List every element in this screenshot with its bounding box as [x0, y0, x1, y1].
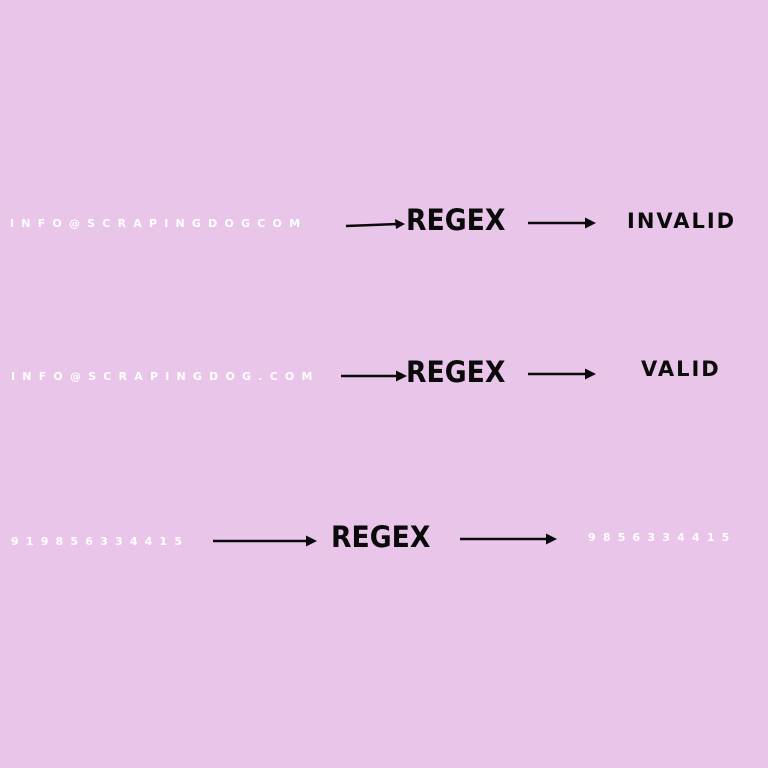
row-1-output: INVALID — [627, 209, 737, 233]
row-2-regex-label: REGEX — [406, 355, 506, 389]
row-1-arrow-out — [528, 217, 596, 229]
row-3-arrow-out — [460, 533, 557, 545]
row-1-arrow-in — [345, 219, 405, 229]
row-2-arrow-out — [528, 368, 596, 380]
row-3-input: 919856334415 — [11, 535, 190, 548]
row-1-input: INFO@SCRAPINGDOGCOM — [10, 217, 308, 230]
row-3-regex-label: REGEX — [331, 520, 431, 554]
row-3-arrow-in — [213, 535, 317, 547]
row-3-output: 9856334415 — [588, 531, 737, 544]
row-2-input: INFO@SCRAPINGDOG.COM — [11, 370, 320, 383]
row-1-regex-label: REGEX — [406, 203, 506, 237]
row-2-arrow-in — [341, 370, 407, 382]
row-2-output: VALID — [641, 357, 721, 381]
